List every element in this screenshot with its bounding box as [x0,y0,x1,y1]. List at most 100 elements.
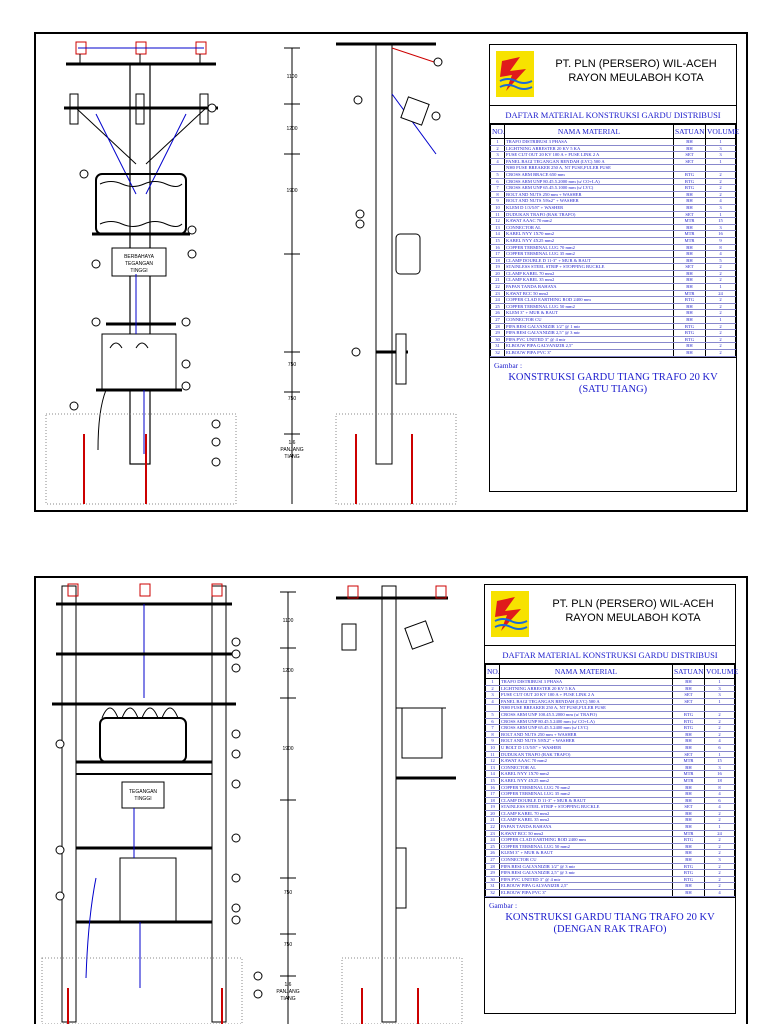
material-name: KABEL NYY 4X25 mm2 [504,237,674,245]
material-volume: 2 [704,810,735,818]
material-volume: 2 [705,270,736,278]
material-unit: MTR [673,290,706,298]
row-number: 29 [490,329,505,337]
material-name: COPPER CLAD EARTHING ROD 2400 mm [499,836,673,844]
dim-1100-2: 1100 [283,618,294,624]
material-volume: 1 [705,316,736,324]
material-volume: 2 [704,836,735,844]
material-unit: BTG [672,724,705,732]
material-volume: 2 [704,718,735,726]
material-name: BOLT AND NUTS 250 mm + WASHER [499,731,673,739]
row-number: 27 [490,316,505,324]
front-view [45,41,237,505]
material-unit: BTG [672,876,705,884]
material-volume: 2 [705,263,736,271]
material-volume: 2 [705,342,736,350]
row-number: 4 [490,158,505,166]
row-number: 20 [485,810,500,818]
row-number: 6 [490,178,505,186]
material-unit: BH [673,244,706,252]
drawing-title-line-2: (DENGAN RAK TRAFO) [553,923,667,935]
row-number: 23 [485,830,500,838]
table-row: NH0 FUSE BREAKER 250 A, NT FUSE,FULER FU… [490,164,736,172]
material-name: CROSS ARM BRACE 650 mm [504,171,674,179]
row-number: 7 [485,724,500,732]
material-name: PANEL BAGI TEGANGAN RENDAH (LVC) 500 A [504,158,674,166]
row-number: 28 [485,863,500,871]
material-unit: BTG [673,329,706,337]
material-name: COPPER TERMINAL LUG 50 mm2 [499,843,673,851]
material-volume: 3 [704,856,735,864]
material-unit: BTG [672,863,705,871]
material-name: PAPAN TANDA BAHAYA [504,283,674,291]
row-number: 25 [485,843,500,851]
material-volume: 3 [705,224,736,232]
material-name: FUSE CUT OUT 20 KV 100 A + FUSE LINK 2 A [499,691,673,699]
material-volume: 2 [704,843,735,851]
material-unit: BH [673,204,706,212]
row-number: 1 [490,138,505,146]
material-volume: 2 [705,303,736,311]
row-number: 17 [485,790,500,798]
material-volume: 2 [704,869,735,877]
material-unit: BH [672,784,705,792]
row-number: 1 [485,678,500,686]
material-volume: 2 [705,171,736,179]
row-number: 23 [490,290,505,298]
material-name: TRAFO DISTRIBUSI 3 PHASA [504,138,674,146]
material-unit: MTR [673,237,706,245]
material-volume: 2 [705,349,736,357]
material-name: CONNECTOR AL [499,764,673,772]
dim-1900-2: 1900 [282,746,293,752]
row-number: 9 [485,737,500,745]
row-number: 12 [485,757,500,765]
material-name: COPPER TERMINAL LUG 35 mm2 [504,250,674,258]
material-name: ELBOUW PIPA PVC 3" [504,349,674,357]
material-volume: 15 [704,757,735,765]
material-unit [672,704,705,712]
transformer [92,173,190,236]
material-unit: BH [672,737,705,745]
material-unit: SET [672,751,705,759]
material-name: CONNECTOR CU [499,856,673,864]
title-block-2: PT. PLN (PERSERO) WIL-ACEH RAYON MEULABO… [484,584,738,1014]
row-number: 16 [490,244,505,252]
row-number: 24 [485,836,500,844]
col-header-volume: VOLUME [704,664,738,679]
row-number: 3 [485,691,500,699]
material-volume: 3 [704,685,735,693]
row-number: 30 [485,876,500,884]
company-name: PT. PLN (PERSERO) WIL-ACEH RAYON MEULABO… [535,597,731,625]
row-number: 5 [490,171,505,179]
col-header-unit: SATUAN [673,124,706,139]
row-number: 14 [490,230,505,238]
material-unit: BH [673,257,706,265]
row-number: 4 [485,698,500,706]
material-volume: 1 [705,138,736,146]
material-volume: 5 [705,257,736,265]
side-view [335,42,457,505]
row-number: 12 [490,217,505,225]
material-name: KAWAT AAAC 70 mm2 [499,757,673,765]
material-unit: MTR [672,770,705,778]
pln-logo-icon [491,591,529,637]
